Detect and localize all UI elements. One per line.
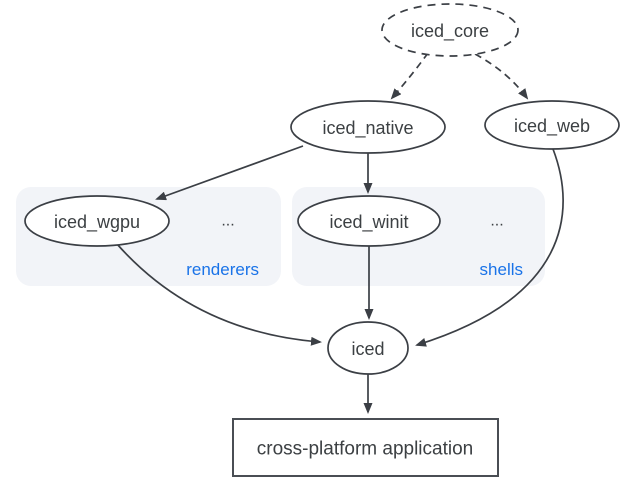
node-iced-core bbox=[381, 3, 519, 57]
node-iced-wgpu-label: iced_wgpu bbox=[54, 212, 140, 233]
node-application-label: cross-platform application bbox=[257, 439, 473, 460]
node-iced bbox=[327, 321, 409, 375]
edge-core-to-web bbox=[474, 53, 529, 100]
edge-native-to-wgpu bbox=[155, 145, 304, 201]
node-iced-native-label: iced_native bbox=[322, 118, 413, 139]
edge-core-to-native bbox=[390, 52, 429, 100]
node-iced-winit bbox=[297, 195, 441, 247]
node-iced-native bbox=[290, 100, 446, 154]
group-shells-label: shells bbox=[480, 260, 523, 279]
edge-wgpu-to-iced bbox=[116, 243, 322, 346]
group-renderers-label: renderers bbox=[186, 260, 259, 279]
node-iced-wgpu bbox=[24, 195, 170, 247]
edge-web-to-iced bbox=[415, 148, 564, 347]
node-iced-core-label: iced_core bbox=[411, 21, 489, 42]
node-iced-web-label: iced_web bbox=[514, 116, 590, 137]
renderers-ellipsis: ... bbox=[221, 213, 234, 230]
node-iced-winit-label: iced_winit bbox=[329, 212, 408, 233]
node-application-box bbox=[232, 418, 499, 477]
shells-ellipsis: ... bbox=[490, 213, 503, 230]
node-iced-label: iced bbox=[351, 339, 384, 359]
node-iced-web bbox=[484, 100, 620, 150]
